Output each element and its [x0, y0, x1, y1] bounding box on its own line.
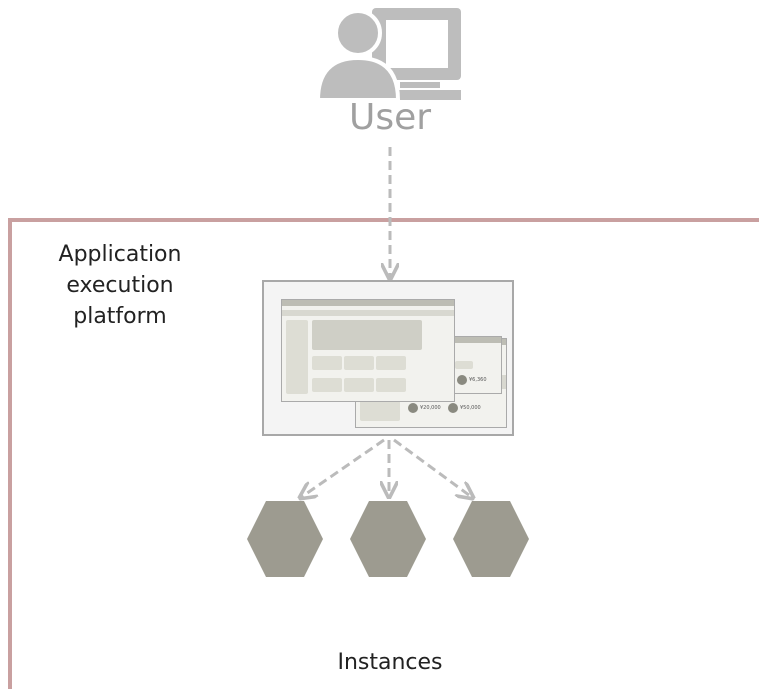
hexagon-icon [247, 501, 323, 577]
arrow-to-instance-1 [300, 438, 385, 498]
platform-label-line: Application [58, 242, 182, 267]
amount-text: ¥20,000 [420, 405, 441, 411]
hexagon-icon [453, 501, 529, 577]
platform-label: Application execution platform [30, 240, 210, 332]
user-label: User [348, 97, 432, 138]
app-screenshot-middle: ¥6,360 [450, 336, 502, 394]
user-computer-icon [315, 8, 461, 102]
platform-boundary [8, 218, 759, 689]
amount-text: ¥6,360 [469, 377, 487, 383]
hexagon-icon [350, 501, 426, 577]
amount-text: ¥50,000 [460, 405, 481, 411]
person-head-icon [334, 9, 382, 57]
app-screenshot-front [281, 299, 455, 402]
person-body-icon [315, 55, 401, 102]
platform-label-line: platform [73, 303, 167, 329]
instances-label: Instances [337, 650, 443, 675]
arrow-to-instance-3 [393, 438, 473, 498]
platform-label-line: execution [66, 272, 174, 298]
